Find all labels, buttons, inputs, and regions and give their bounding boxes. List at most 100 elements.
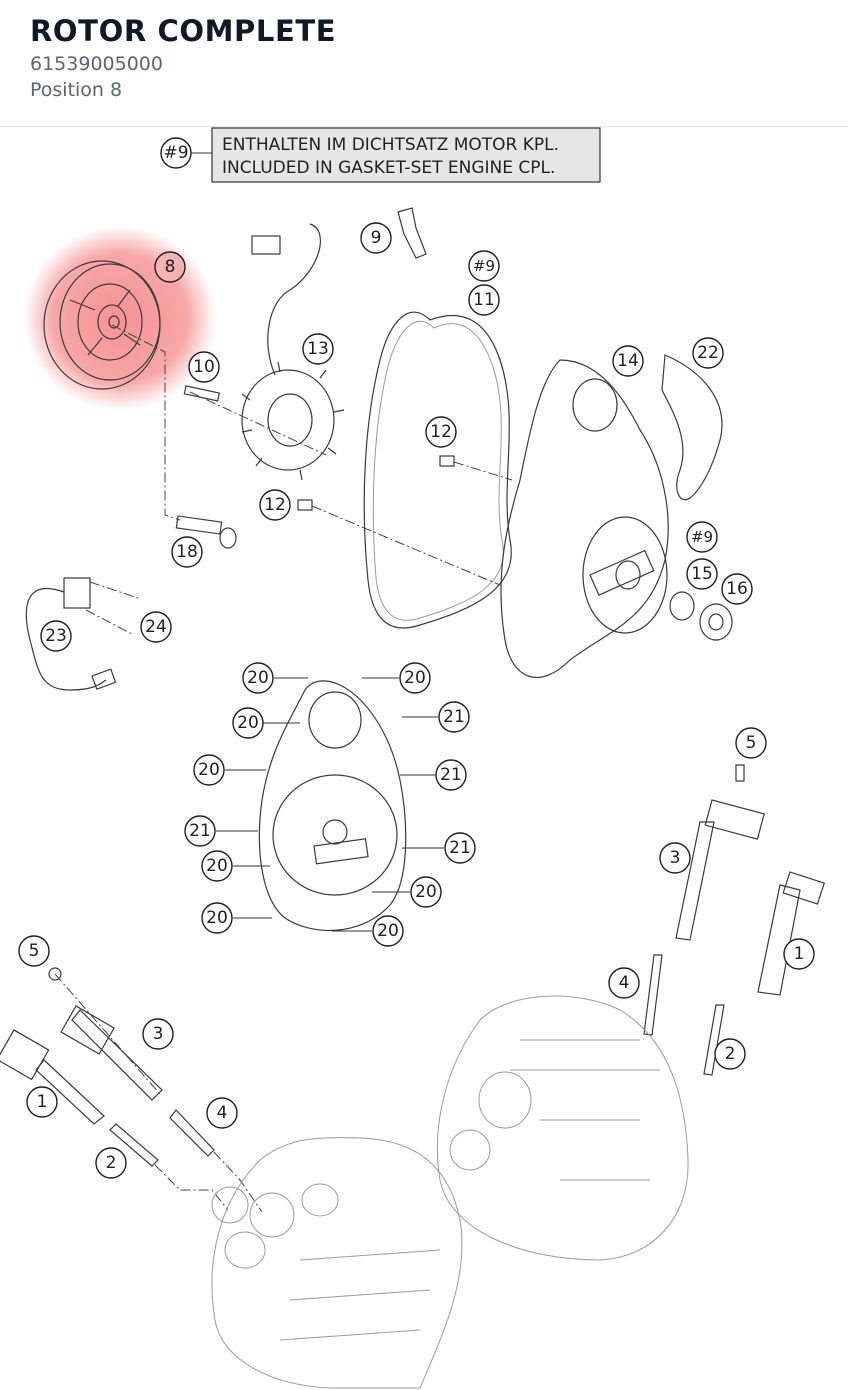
svg-text:20: 20 — [377, 921, 399, 941]
spark-plug-left-a-part[interactable] — [109, 1123, 159, 1167]
callout-16[interactable]: 16 — [721, 573, 753, 605]
note-ref-text: #9 — [163, 143, 188, 163]
callout-23[interactable]: 23 — [40, 620, 72, 652]
svg-text:24: 24 — [145, 617, 167, 637]
svg-text:10: 10 — [193, 357, 215, 377]
callout-20-h[interactable]: 20 — [372, 915, 404, 947]
callout-24[interactable]: 24 — [140, 611, 172, 643]
svg-text:12: 12 — [264, 495, 286, 515]
callout-21-c[interactable]: 21 — [184, 815, 216, 847]
svg-text:5: 5 — [29, 941, 40, 961]
rotor-part[interactable] — [43, 260, 161, 390]
callout-3-left[interactable]: 3 — [142, 1018, 174, 1050]
seal-part[interactable] — [669, 591, 695, 621]
plug-part[interactable] — [699, 603, 733, 641]
position-label: Position 8 — [30, 79, 123, 101]
note-box: ENTHALTEN IM DICHTSATZ MOTOR KPL. INCLUD… — [211, 127, 601, 183]
callout-4-right[interactable]: 4 — [608, 967, 640, 999]
callout-20-d[interactable]: 20 — [193, 754, 225, 786]
callout-22[interactable]: 22 — [692, 337, 724, 369]
screw-5-left-part[interactable] — [48, 967, 62, 981]
page-header: ROTOR COMPLETE 61539005000 Position 8 — [0, 0, 848, 127]
svg-text:#9: #9 — [691, 528, 713, 546]
callout-20-e[interactable]: 20 — [201, 850, 233, 882]
callout-3-right[interactable]: 3 — [659, 842, 691, 874]
callout-21-d[interactable]: 21 — [444, 832, 476, 864]
callout-4-left[interactable]: 4 — [206, 1097, 238, 1129]
callout-20-c[interactable]: 20 — [232, 707, 264, 739]
svg-text:1: 1 — [37, 1092, 48, 1112]
cylinder-head-left-part[interactable] — [211, 1137, 463, 1389]
ignition-coil-right-2-part[interactable] — [757, 871, 825, 996]
svg-text:20: 20 — [198, 760, 220, 780]
callout-18[interactable]: 18 — [171, 536, 203, 568]
svg-text:4: 4 — [619, 973, 630, 993]
ignition-coil-left-2-part[interactable] — [0, 1029, 105, 1125]
screw-5-right-part[interactable] — [735, 764, 745, 782]
ignition-coil-right-part[interactable] — [675, 799, 765, 941]
svg-text:4: 4 — [217, 1103, 228, 1123]
callout-ref9-a[interactable]: #9 — [468, 250, 500, 282]
stator-part[interactable] — [241, 223, 345, 481]
callout-9[interactable]: 9 — [360, 222, 392, 254]
selected-part-highlight — [24, 226, 216, 410]
svg-text:20: 20 — [237, 713, 259, 733]
callout-10[interactable]: 10 — [188, 351, 220, 383]
svg-text:#9: #9 — [473, 257, 495, 275]
svg-text:20: 20 — [206, 856, 228, 876]
svg-text:20: 20 — [415, 882, 437, 902]
plate-part[interactable] — [661, 354, 723, 501]
callout-20-f[interactable]: 20 — [410, 876, 442, 908]
note-line-1: ENTHALTEN IM DICHTSATZ MOTOR KPL. — [222, 135, 559, 155]
callout-1-left[interactable]: 1 — [26, 1086, 58, 1118]
callout-ref9-b[interactable]: #9 — [686, 521, 718, 553]
svg-text:21: 21 — [189, 821, 211, 841]
spark-plug-right-a-part[interactable] — [643, 954, 663, 1036]
sensor-part[interactable] — [25, 577, 117, 691]
svg-text:1: 1 — [794, 944, 805, 964]
svg-text:20: 20 — [404, 668, 426, 688]
callout-21-a[interactable]: 21 — [438, 701, 470, 733]
svg-text:16: 16 — [726, 579, 748, 599]
callout-12-a[interactable]: 12 — [425, 416, 457, 448]
gasket-part[interactable] — [363, 311, 512, 629]
ignition-coil-left-part[interactable] — [60, 1005, 163, 1101]
bolt-18-part[interactable] — [175, 515, 237, 549]
callout-1-right[interactable]: 1 — [783, 938, 815, 970]
note-ref-callout: #9 — [160, 137, 192, 169]
part-number: 61539005000 — [30, 53, 163, 75]
callout-8[interactable]: 8 — [154, 251, 186, 283]
callout-20-g[interactable]: 20 — [201, 902, 233, 934]
callout-20-b[interactable]: 20 — [399, 662, 431, 694]
bolt-12b-part[interactable] — [297, 499, 313, 511]
callout-2-right[interactable]: 2 — [714, 1038, 746, 1070]
svg-text:20: 20 — [247, 668, 269, 688]
callout-21-b[interactable]: 21 — [435, 759, 467, 791]
engine-side-cover-part[interactable] — [258, 680, 407, 931]
callout-20-a[interactable]: 20 — [242, 662, 274, 694]
callout-12-b[interactable]: 12 — [259, 489, 291, 521]
callout-14[interactable]: 14 — [612, 345, 644, 377]
callout-11[interactable]: 11 — [468, 284, 500, 316]
bolt-12a-part[interactable] — [439, 455, 455, 467]
callout-13[interactable]: 13 — [302, 333, 334, 365]
svg-text:20: 20 — [206, 908, 228, 928]
svg-text:5: 5 — [746, 733, 757, 753]
callout-5-left[interactable]: 5 — [18, 935, 50, 967]
cylinder-head-right-part[interactable] — [436, 995, 689, 1261]
svg-text:12: 12 — [430, 422, 452, 442]
svg-text:8: 8 — [165, 257, 176, 277]
callout-15[interactable]: 15 — [686, 558, 718, 590]
svg-text:11: 11 — [473, 290, 495, 310]
svg-text:13: 13 — [307, 339, 329, 359]
callout-2-left[interactable]: 2 — [95, 1147, 127, 1179]
clip-part[interactable] — [397, 207, 427, 259]
bolt-10-part[interactable] — [183, 385, 220, 402]
callout-5-right[interactable]: 5 — [735, 727, 767, 759]
spark-plug-left-b-part[interactable] — [169, 1109, 215, 1157]
note-line-2: INCLUDED IN GASKET-SET ENGINE CPL. — [222, 158, 555, 178]
svg-text:21: 21 — [440, 765, 462, 785]
ignition-cover-part[interactable] — [500, 359, 669, 678]
svg-text:14: 14 — [617, 351, 639, 371]
